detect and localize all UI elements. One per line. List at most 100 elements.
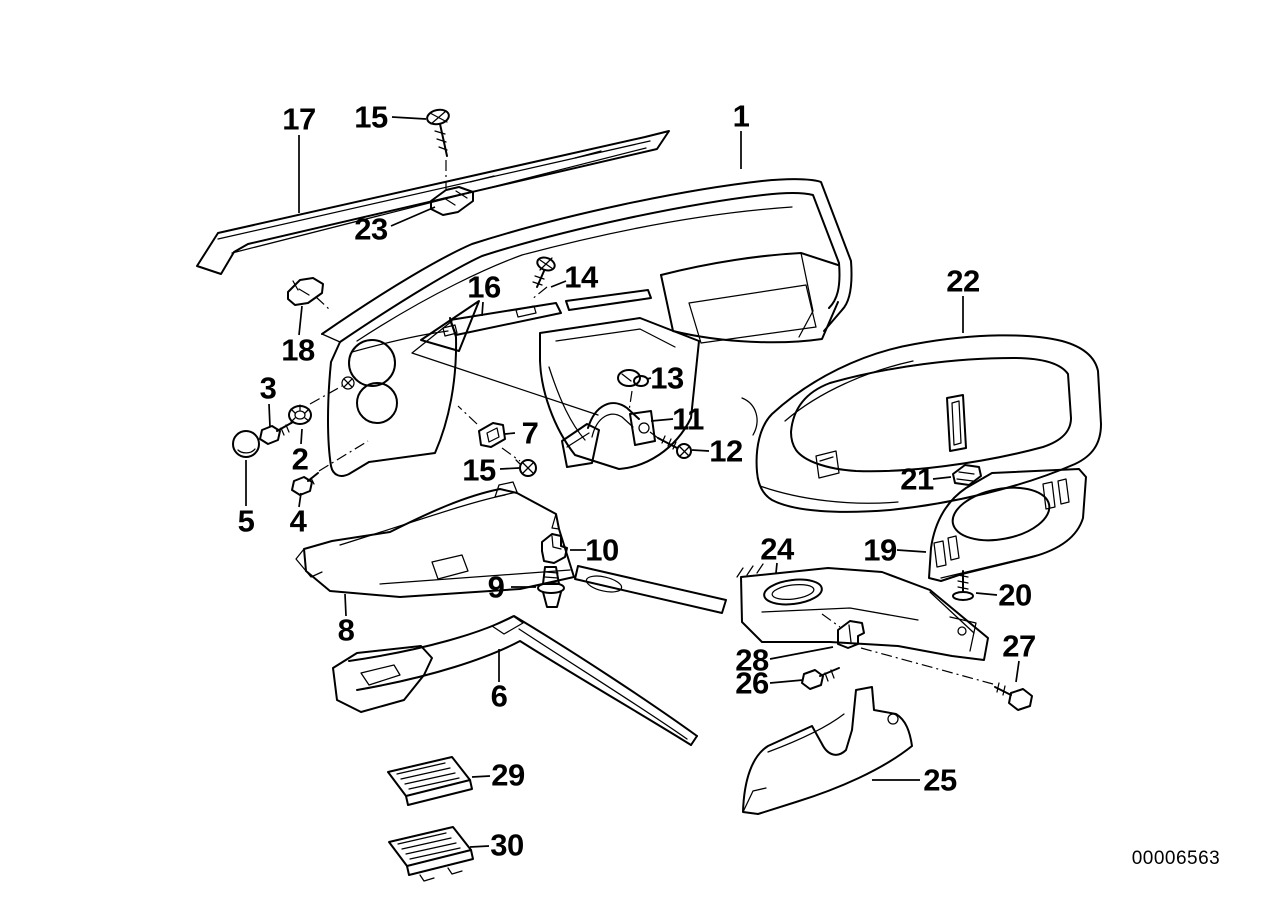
image-id-code: 00006563 (1132, 848, 1221, 869)
assembly-line (501, 447, 521, 462)
assembly-line (309, 385, 343, 405)
part-number-label: 20 (998, 578, 1031, 613)
leader-line (268, 403, 271, 428)
leader-line (1015, 660, 1020, 683)
callout-11[interactable]: 11 (650, 402, 705, 437)
part-number-label: 18 (281, 333, 315, 368)
part-number-label: 7 (522, 416, 539, 451)
assembly-line (457, 405, 478, 425)
assembly-line (860, 647, 994, 685)
part-29-vent-grille (387, 756, 473, 806)
part-number-label: 25 (923, 763, 957, 798)
leader-line (298, 305, 303, 336)
part-number-label: 9 (488, 570, 505, 605)
callout-24[interactable]: 24 (760, 532, 795, 574)
leader-line (975, 592, 998, 596)
part-1-instrument-panel (321, 178, 853, 477)
part-26-bolt (801, 667, 840, 690)
leader-line (471, 775, 491, 778)
part-number-label: 29 (491, 758, 525, 793)
part-number-label: 2 (292, 442, 309, 477)
part-number-label: 10 (585, 533, 618, 568)
part-number-label: 30 (490, 828, 523, 863)
leader-line (550, 280, 567, 288)
part-number-label: 26 (735, 666, 769, 701)
callout-4[interactable]: 4 (290, 492, 308, 539)
part-number-label: 11 (672, 402, 704, 437)
part-10-clip (541, 533, 568, 564)
assembly-line (318, 440, 369, 472)
part-number-label: 13 (650, 361, 684, 396)
part-12-screw (657, 435, 692, 459)
leader-line (932, 476, 952, 480)
callout-15[interactable]: 15 (462, 453, 520, 488)
part-number-label: 15 (462, 453, 496, 488)
leader-line (769, 679, 804, 684)
leader-line (390, 206, 436, 227)
part-18-clip (287, 277, 324, 306)
callout-20[interactable]: 20 (975, 578, 1032, 613)
leader-line (344, 593, 347, 617)
callout-2[interactable]: 2 (292, 428, 309, 477)
part-20-screw (952, 570, 974, 601)
part-28-clip (837, 620, 865, 649)
part-number-label: 17 (282, 102, 315, 137)
callout-13[interactable]: 13 (646, 361, 684, 396)
part-19-cluster-surround (928, 468, 1087, 582)
leader-line (646, 377, 652, 380)
part-23-clip (430, 186, 474, 216)
leader-line (391, 116, 427, 120)
part-25-lower-cover (742, 686, 913, 815)
callout-18[interactable]: 18 (281, 305, 315, 368)
callout-29[interactable]: 29 (471, 758, 525, 793)
leader-line (469, 845, 490, 848)
callout-1[interactable]: 1 (733, 99, 750, 170)
callout-22[interactable]: 22 (946, 264, 980, 334)
callout-14[interactable]: 14 (550, 260, 599, 295)
part-number-label: 19 (863, 533, 897, 568)
callout-8[interactable]: 8 (338, 593, 355, 648)
leader-line (481, 301, 484, 317)
callout-7[interactable]: 7 (504, 416, 539, 451)
part-3-bolt (259, 421, 294, 445)
callout-23[interactable]: 23 (354, 206, 436, 247)
assembly-line (530, 286, 548, 301)
callout-5[interactable]: 5 (238, 460, 255, 539)
part-17-windshield-trim-strip (196, 130, 670, 275)
callout-25[interactable]: 25 (872, 763, 957, 798)
leader-line (769, 646, 834, 660)
callout-9[interactable]: 9 (488, 570, 536, 605)
assembly-line (821, 613, 841, 628)
part-14-screw (532, 256, 556, 288)
part-11-bracket (561, 402, 656, 468)
part-number-label: 1 (733, 99, 750, 134)
callout-10[interactable]: 10 (570, 533, 619, 568)
part-number-label: 14 (564, 260, 599, 295)
part-number-label: 24 (760, 532, 795, 567)
callouts-layer: 1234567891011121314151516171819202122232… (238, 99, 1037, 863)
part-number-label: 5 (238, 504, 255, 539)
assembly-line (649, 431, 663, 442)
callout-15[interactable]: 15 (354, 100, 427, 135)
part-number-label: 6 (491, 679, 508, 714)
callout-16[interactable]: 16 (467, 270, 501, 317)
part-6-trim-strip-lower (332, 615, 698, 746)
part-4-bolt (291, 472, 319, 496)
part-24-center-carrier (574, 563, 989, 661)
part-21-clip (952, 464, 982, 486)
leader-line (499, 467, 520, 470)
callout-26[interactable]: 26 (735, 666, 804, 701)
callout-17[interactable]: 17 (282, 102, 316, 214)
callout-21[interactable]: 21 (900, 462, 952, 497)
leader-line (775, 562, 778, 574)
callout-3[interactable]: 3 (260, 371, 277, 428)
callout-12[interactable]: 12 (691, 434, 743, 469)
callout-27[interactable]: 27 (1002, 629, 1036, 683)
callout-30[interactable]: 30 (469, 828, 524, 863)
part-number-label: 22 (946, 264, 979, 299)
callout-6[interactable]: 6 (491, 649, 508, 714)
callout-19[interactable]: 19 (863, 533, 927, 568)
part-2-serrated-washer (288, 404, 312, 425)
callout-28[interactable]: 28 (735, 643, 834, 678)
